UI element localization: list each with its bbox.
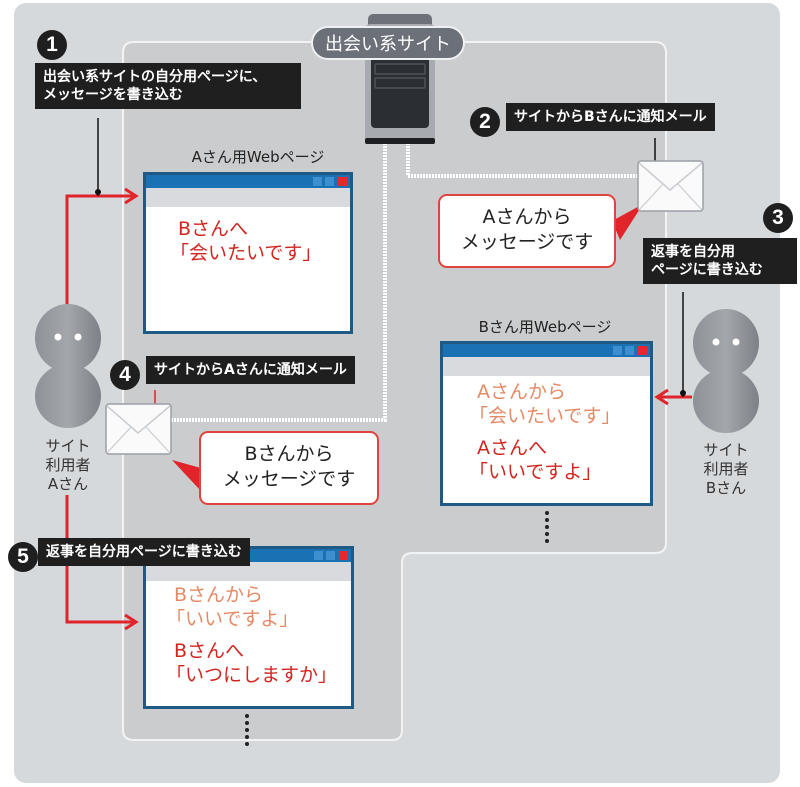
network-cable-to-b — [406, 140, 640, 178]
step-1-label: 出会い系サイトの自分用ページに、 メッセージを書き込む — [35, 63, 301, 109]
a-page-caption: Aさん用Webページ — [191, 148, 325, 166]
a-web-page-reply-window: Bさんから 「いいですよ」 Bさんへ 「いつにしますか」 — [143, 546, 354, 709]
message-line: Aさんへ — [477, 437, 547, 459]
envelope-icon — [637, 160, 704, 212]
step-4-number: 4 — [110, 360, 140, 390]
bubble-tail-to-b — [612, 204, 643, 240]
step-3-label: 返事を自分用 ページに書き込む — [643, 238, 797, 284]
notification-bubble-to-b: Aさんから メッセージです — [438, 194, 616, 268]
b-page-content: Aさんから 「会いたいです」 Aさんへ 「いいですよ」 — [443, 376, 650, 484]
maximize-icon — [325, 177, 334, 186]
bubble-line: メッセージです — [460, 231, 594, 253]
a-page-content: Bさんへ 「会いたいです」 — [146, 207, 350, 265]
b-page-caption: Bさん用Webページ — [478, 318, 612, 336]
message-line: 「会いたいです」 — [469, 405, 621, 427]
message-line: 「会いたいです」 — [170, 242, 322, 264]
arrowhead-b-to-page — [654, 388, 669, 406]
bubble-line: Aさんから — [482, 206, 572, 228]
message-line: 「いいですよ」 — [166, 608, 299, 630]
step-3-number: 3 — [763, 203, 793, 233]
address-bar — [146, 188, 350, 207]
message-line: Bさんへ — [174, 640, 245, 662]
continuation-dots — [245, 714, 249, 749]
step-4-label: サイトからAさんに通知メール — [146, 356, 355, 384]
step-5-label: 返事を自分用ページに書き込む — [38, 538, 250, 566]
close-icon — [638, 346, 647, 355]
arrowhead-a-reply — [124, 613, 139, 631]
bubble-line: Bさんから — [244, 443, 334, 465]
a-web-page-window: Bさんへ 「会いたいです」 — [143, 172, 353, 334]
address-bar — [146, 562, 351, 581]
step-1-number: 1 — [37, 30, 67, 60]
minimize-icon — [613, 346, 622, 355]
window-titlebar — [146, 175, 350, 188]
message-line: Bさんから — [174, 584, 264, 606]
message-line: 「いいですよ」 — [469, 461, 602, 483]
address-bar — [443, 357, 650, 376]
step-2-number: 2 — [470, 107, 500, 137]
site-label: 出会い系サイト — [311, 26, 465, 60]
continuation-dots — [545, 511, 549, 546]
minimize-icon — [313, 177, 322, 186]
user-a-label: サイト 利用者 Aさん — [45, 437, 91, 493]
arrow-a-reply — [65, 495, 133, 624]
maximize-icon — [326, 551, 335, 560]
step-5-number: 5 — [8, 542, 38, 572]
network-cable-to-a — [170, 140, 387, 422]
bubble-line: メッセージです — [222, 468, 356, 490]
close-icon — [338, 177, 347, 186]
leader-step3-dot — [680, 390, 686, 396]
arrow-a-to-page — [65, 194, 133, 305]
leader-step1-dot — [95, 189, 101, 195]
user-b-label: サイト 利用者 Bさん — [703, 441, 749, 497]
window-titlebar — [443, 344, 650, 357]
close-icon — [339, 551, 348, 560]
person-icon — [33, 302, 103, 428]
step-2-label: サイトからBさんに通知メール — [506, 103, 715, 131]
minimize-icon — [314, 551, 323, 560]
b-web-page-window: Aさんから 「会いたいです」 Aさんへ 「いいですよ」 — [440, 341, 653, 506]
a-reply-content: Bさんから 「いいですよ」 Bさんへ 「いつにしますか」 — [146, 581, 351, 687]
message-line: 「いつにしますか」 — [166, 664, 338, 686]
arrowhead-a-to-page — [124, 187, 139, 205]
message-line: Bさんへ — [178, 218, 249, 240]
message-line: Aさんから — [477, 381, 566, 403]
maximize-icon — [625, 346, 634, 355]
person-icon — [691, 307, 761, 433]
envelope-icon — [105, 403, 172, 455]
notification-bubble-to-a: Bさんから メッセージです — [199, 431, 379, 505]
